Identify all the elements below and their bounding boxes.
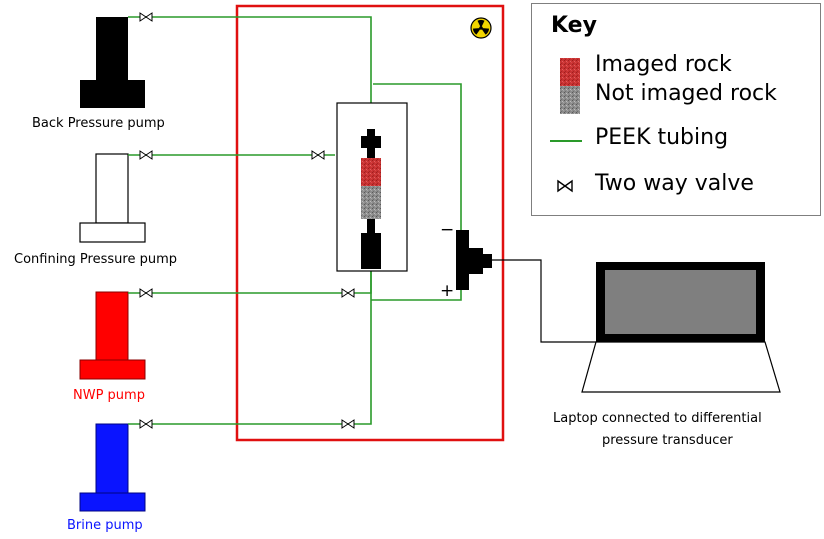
nwp-pump-label: NWP pump bbox=[73, 388, 145, 403]
two-way-valve-icons bbox=[139, 12, 355, 429]
not-imaged-rock-sample bbox=[361, 186, 381, 219]
differential-pressure-transducer bbox=[456, 230, 492, 290]
radiation-hazard-icon bbox=[470, 17, 492, 39]
laptop-icon bbox=[581, 262, 781, 393]
legend-symbols bbox=[550, 58, 582, 193]
confining-pressure-pump bbox=[79, 153, 146, 243]
confining-pressure-pump-label: Confining Pressure pump bbox=[14, 252, 177, 267]
brine-pump bbox=[79, 423, 146, 512]
legend-imaged-rock-swatch bbox=[560, 58, 580, 86]
peek-tubing-lines bbox=[128, 16, 462, 425]
legend-not-imaged-rock-swatch bbox=[560, 86, 580, 114]
legend-not-imaged-rock-label: Not imaged rock bbox=[595, 81, 777, 106]
legend-box: Key Imaged rock Not imaged rock PEEK tub… bbox=[531, 3, 821, 216]
core-holder bbox=[336, 102, 408, 272]
transducer-cable bbox=[492, 259, 596, 343]
legend-two-way-valve-icon bbox=[557, 179, 573, 193]
brine-pump-label: Brine pump bbox=[67, 518, 143, 533]
legend-imaged-rock-label: Imaged rock bbox=[595, 52, 732, 77]
xray-enclosure-boundary bbox=[235, 4, 505, 442]
laptop-label-line2: pressure transducer bbox=[602, 433, 733, 448]
legend-peek-tubing-label: PEEK tubing bbox=[595, 125, 729, 150]
back-pressure-pump-label: Back Pressure pump bbox=[32, 116, 165, 131]
transducer-plus-sign: + bbox=[440, 281, 455, 301]
nwp-pump bbox=[79, 291, 146, 380]
imaged-rock-sample bbox=[361, 158, 381, 186]
laptop-label-line1: Laptop connected to differential bbox=[553, 411, 762, 426]
legend-title: Key bbox=[551, 13, 597, 38]
legend-two-way-valve-label: Two way valve bbox=[595, 171, 754, 196]
transducer-minus-sign: − bbox=[440, 220, 455, 240]
back-pressure-pump bbox=[80, 17, 145, 108]
